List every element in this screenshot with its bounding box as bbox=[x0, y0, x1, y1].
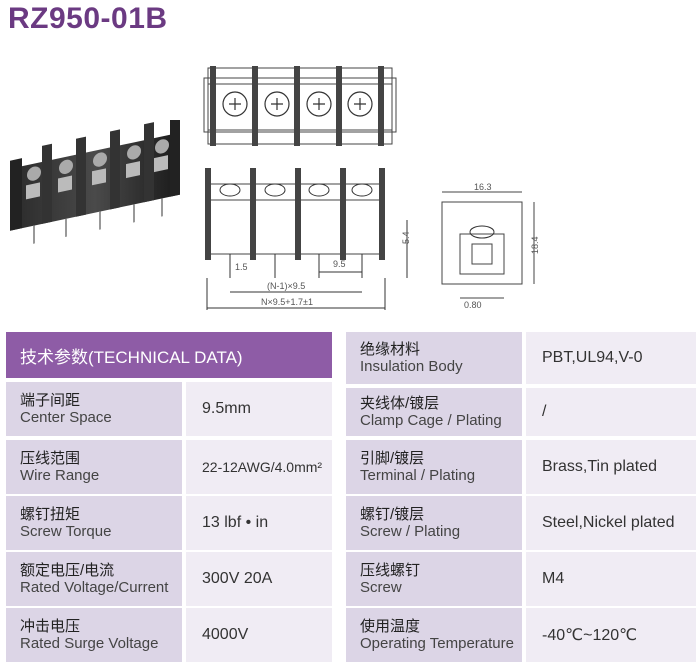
table-header: 技术参数(TECHNICAL DATA) bbox=[6, 332, 332, 378]
side-view-drawing: 16.3 18.4 0.80 bbox=[441, 182, 540, 310]
row-center-space-value: 9.5mm bbox=[186, 382, 332, 436]
row-wire-range-value: 22-12AWG/4.0mm² bbox=[186, 440, 332, 494]
label-en: Wire Range bbox=[20, 466, 100, 484]
value-text: 22-12AWG/4.0mm² bbox=[202, 459, 323, 475]
row-screw-plating-label: 螺钉/镀层 Screw / Plating bbox=[346, 496, 522, 550]
label-cn: 端子间距 bbox=[20, 391, 81, 409]
product-title: RZ950-01B bbox=[8, 2, 168, 35]
row-rated-voltage-label: 额定电压/电流 Rated Voltage/Current bbox=[6, 552, 182, 606]
label-cn: 压线范围 bbox=[20, 449, 81, 467]
label-en: Screw / Plating bbox=[360, 522, 461, 540]
label-cn: 螺钉扭矩 bbox=[20, 505, 81, 523]
label-cn: 引脚/镀层 bbox=[360, 449, 425, 467]
row-terminal-value: Brass,Tin plated bbox=[526, 440, 696, 494]
row-clamp-cage-label: 夹线体/镀层 Clamp Cage / Plating bbox=[346, 388, 522, 436]
label-en: Operating Temperature bbox=[360, 634, 514, 652]
label-en: Clamp Cage / Plating bbox=[360, 411, 502, 429]
row-terminal-label: 引脚/镀层 Terminal / Plating bbox=[346, 440, 522, 494]
value-text: M4 bbox=[542, 570, 565, 587]
label-cn: 绝缘材料 bbox=[360, 340, 421, 358]
value-text: / bbox=[542, 403, 547, 420]
value-text: 300V 20A bbox=[202, 570, 273, 587]
row-wire-range-label: 压线范围 Wire Range bbox=[6, 440, 182, 494]
row-screw-value: M4 bbox=[526, 552, 696, 606]
value-text: 13 lbf • in bbox=[202, 514, 269, 531]
label-cn: 额定电压/电流 bbox=[20, 561, 115, 579]
row-surge-voltage-label: 冲击电压 Rated Surge Voltage bbox=[6, 608, 182, 662]
product-photo bbox=[10, 120, 180, 244]
value-text: Brass,Tin plated bbox=[542, 458, 658, 475]
label-en: Rated Surge Voltage bbox=[20, 634, 159, 652]
label-cn: 使用温度 bbox=[360, 617, 421, 635]
row-insulation-label: 绝缘材料 Insulation Body bbox=[346, 332, 522, 384]
row-center-space-label: 端子间距 Center Space bbox=[6, 382, 182, 436]
label-cn: 螺钉/镀层 bbox=[360, 505, 425, 523]
dim-18-4: 18.4 bbox=[530, 236, 540, 254]
dim-16-3: 16.3 bbox=[474, 182, 492, 192]
label-cn: 压线螺钉 bbox=[360, 561, 421, 579]
row-screw-torque-label: 螺钉扭矩 Screw Torque bbox=[6, 496, 182, 550]
dim-pitch: 1.5 bbox=[235, 262, 248, 272]
row-insulation-value: PBT,UL94,V-0 bbox=[526, 332, 696, 384]
value-text: 9.5mm bbox=[202, 400, 251, 417]
value-text: 4000V bbox=[202, 626, 249, 643]
top-view-drawing bbox=[203, 66, 397, 146]
dim-5-4: 5.4 bbox=[401, 231, 411, 244]
row-screw-plating-value: Steel,Nickel plated bbox=[526, 496, 696, 550]
row-clamp-cage-value: / bbox=[526, 388, 696, 436]
row-operating-temp-label: 使用温度 Operating Temperature bbox=[346, 608, 522, 662]
label-en: Rated Voltage/Current bbox=[20, 578, 169, 596]
label-en: Screw bbox=[360, 578, 402, 596]
label-en: Center Space bbox=[20, 408, 112, 426]
label-cn: 冲击电压 bbox=[20, 617, 81, 635]
label-en: Insulation Body bbox=[360, 357, 463, 375]
row-rated-voltage-value: 300V 20A bbox=[186, 552, 332, 606]
dim-9-5: 9.5 bbox=[333, 259, 346, 269]
label-en: Terminal / Plating bbox=[360, 466, 476, 484]
row-operating-temp-value: -40℃~120℃ bbox=[526, 608, 696, 662]
label-en: Screw Torque bbox=[20, 522, 112, 540]
dim-total: N×9.5+1.7±1 bbox=[261, 297, 313, 307]
dim-n1: (N-1)×9.5 bbox=[267, 281, 305, 291]
row-screw-torque-value: 13 lbf • in bbox=[186, 496, 332, 550]
value-text: PBT,UL94,V-0 bbox=[542, 349, 643, 366]
row-screw-label: 压线螺钉 Screw bbox=[346, 552, 522, 606]
dim-0-80: 0.80 bbox=[464, 300, 482, 310]
row-surge-voltage-value: 4000V bbox=[186, 608, 332, 662]
value-text: -40℃~120℃ bbox=[542, 627, 638, 644]
front-view-drawing: 1.5 9.5 (N-1)×9.5 N×9.5+1.7±1 5.4 bbox=[205, 168, 411, 310]
value-text: Steel,Nickel plated bbox=[542, 514, 675, 531]
label-cn: 夹线体/镀层 bbox=[360, 394, 440, 412]
